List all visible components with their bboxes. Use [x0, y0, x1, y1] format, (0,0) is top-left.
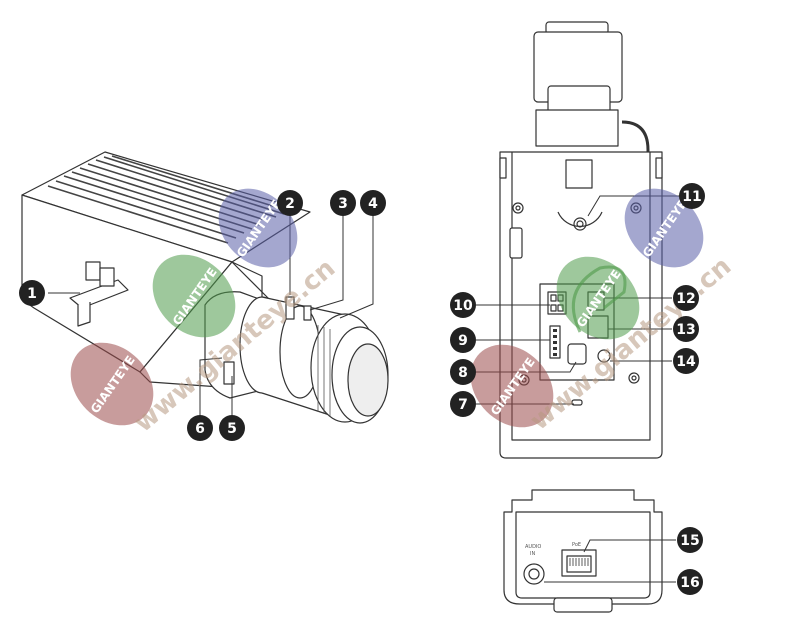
svg-text:1: 1 [27, 286, 37, 302]
leader-lines [48, 195, 684, 583]
svg-text:14: 14 [676, 354, 696, 370]
audio-in-label-line2: IN [530, 551, 535, 557]
callout-2: 2 [277, 190, 303, 216]
svg-text:8: 8 [458, 365, 468, 381]
callout-11: 11 [679, 183, 705, 209]
green-cable-highlight [571, 265, 627, 333]
svg-text:7: 7 [458, 397, 468, 413]
callout-14: 14 [673, 348, 699, 374]
callout-5: 5 [219, 415, 245, 441]
callout-1: 1 [19, 280, 45, 306]
callout-8: 8 [450, 359, 476, 385]
callout-3: 3 [330, 190, 356, 216]
callout-badges: 1 2 3 4 5 6 7 8 9 10 11 12 13 14 15 16 [19, 183, 705, 595]
svg-text:6: 6 [195, 421, 205, 437]
audio-in-label-line1: AUDIO [525, 544, 541, 550]
svg-text:9: 9 [458, 333, 468, 349]
callout-7: 7 [450, 391, 476, 417]
svg-text:10: 10 [453, 298, 473, 314]
svg-text:16: 16 [680, 575, 699, 591]
callout-16: 16 [677, 569, 703, 595]
callout-15: 15 [677, 527, 703, 553]
callout-10: 10 [450, 292, 476, 318]
svg-text:11: 11 [682, 189, 701, 205]
svg-text:12: 12 [676, 291, 695, 307]
callout-9: 9 [450, 327, 476, 353]
svg-text:4: 4 [368, 196, 378, 212]
svg-text:15: 15 [680, 533, 699, 549]
callout-13: 13 [673, 316, 699, 342]
svg-text:2: 2 [285, 196, 295, 212]
svg-text:13: 13 [676, 322, 695, 338]
svg-text:3: 3 [338, 196, 348, 212]
callout-4: 4 [360, 190, 386, 216]
poe-port-label: PoE [572, 542, 581, 548]
callout-12: 12 [673, 285, 699, 311]
svg-text:5: 5 [227, 421, 237, 437]
camera-end-view [503, 489, 663, 613]
callout-6: 6 [187, 415, 213, 441]
